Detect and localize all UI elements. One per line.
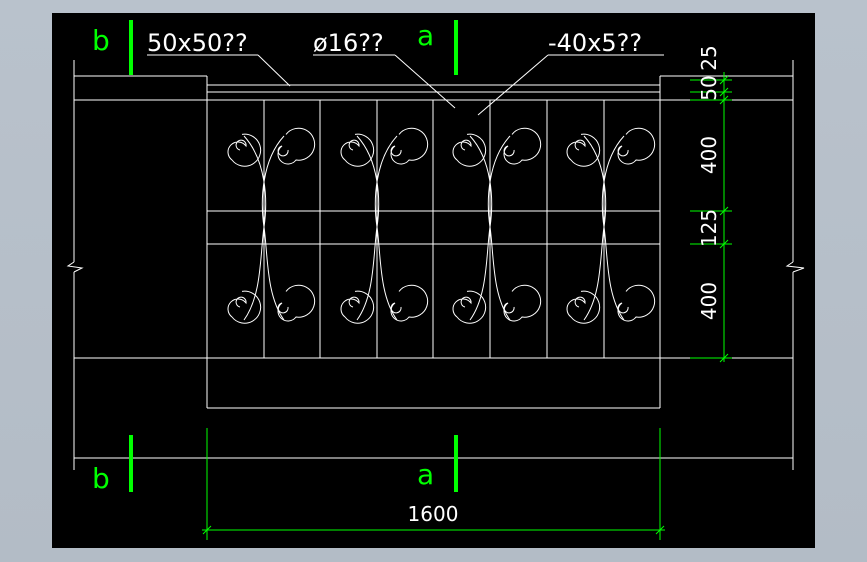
width-dimension-value: 1600	[408, 502, 459, 526]
section-label-a-bottom: a	[417, 458, 434, 491]
scroll-curl	[583, 135, 607, 321]
callout-labels: 50x50?? ø16?? -40x5??	[147, 29, 642, 57]
angle-steel-label: 50x50??	[147, 29, 248, 57]
scroll-curl	[566, 133, 601, 167]
scroll-curl	[566, 290, 601, 324]
height-dimensions: 25 50 400 125 400	[690, 45, 732, 363]
dim-400-top: 400	[697, 136, 721, 174]
dim-50: 50	[697, 75, 721, 100]
callout-leaders	[147, 54, 664, 116]
scroll-curl	[469, 135, 493, 321]
section-label-a-top: a	[417, 19, 434, 52]
scroll-curl	[390, 127, 429, 165]
scroll-curl	[617, 127, 656, 165]
scroll-curl	[356, 135, 380, 321]
scroll-curl	[452, 133, 487, 167]
scroll-curl	[503, 284, 542, 322]
section-label-b-top: b	[92, 24, 110, 57]
scroll-curl	[277, 127, 316, 165]
scroll-ornaments	[227, 127, 656, 324]
scroll-curl	[452, 290, 487, 324]
scroll-curl	[227, 133, 262, 167]
round-bar-label: ø16??	[313, 29, 384, 57]
scroll-curl	[617, 284, 656, 322]
scroll-curl	[601, 135, 625, 321]
scroll-curl	[261, 135, 285, 321]
scroll-curl	[374, 135, 398, 321]
dim-400-bottom: 400	[697, 282, 721, 320]
section-label-b-bottom: b	[92, 462, 110, 495]
scroll-curl	[243, 135, 267, 321]
dim-25: 25	[697, 45, 721, 70]
structure-outline	[66, 60, 805, 470]
scroll-curl	[340, 133, 375, 167]
section-markers: b a b a	[92, 19, 458, 495]
flat-steel-label: -40x5??	[548, 29, 642, 57]
scroll-curl	[340, 290, 375, 324]
scroll-curl	[503, 127, 542, 165]
scroll-curl	[487, 135, 511, 321]
scroll-curl	[277, 284, 316, 322]
width-dimension: 1600	[202, 428, 665, 540]
scroll-curl	[390, 284, 429, 322]
scroll-curl	[227, 290, 262, 324]
dim-125: 125	[697, 209, 721, 247]
